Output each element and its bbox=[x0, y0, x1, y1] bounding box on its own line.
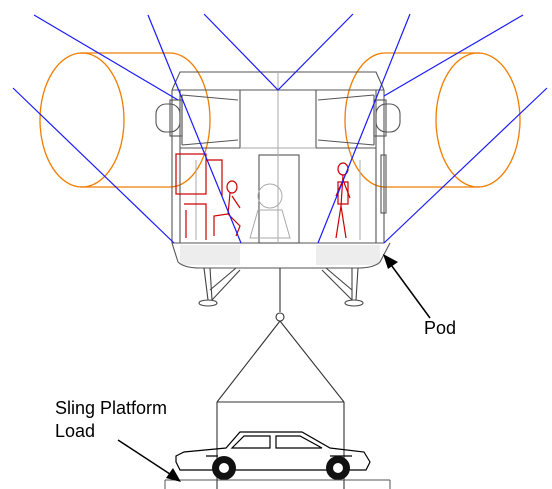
sling-leader-arrow bbox=[117, 439, 181, 482]
floor-stipple bbox=[180, 245, 380, 265]
pod-interior bbox=[195, 72, 361, 243]
right-rotor-duct bbox=[344, 52, 521, 188]
sling-platform-label-line1: Sling Platform bbox=[55, 398, 168, 418]
sling-cable bbox=[216, 268, 345, 489]
sling-platform-label-line2: Load bbox=[55, 421, 96, 441]
car bbox=[175, 431, 371, 471]
left-rotor-duct bbox=[39, 52, 211, 188]
right-standing-figure bbox=[335, 162, 351, 239]
car-wheels bbox=[212, 456, 350, 480]
sling-platform bbox=[164, 479, 391, 489]
left-seated-figure bbox=[175, 153, 241, 240]
pod-label: Pod bbox=[424, 318, 457, 338]
landing-legs bbox=[198, 267, 364, 307]
pod-leader-arrow bbox=[383, 254, 431, 319]
rotor-lines bbox=[12, 13, 548, 244]
